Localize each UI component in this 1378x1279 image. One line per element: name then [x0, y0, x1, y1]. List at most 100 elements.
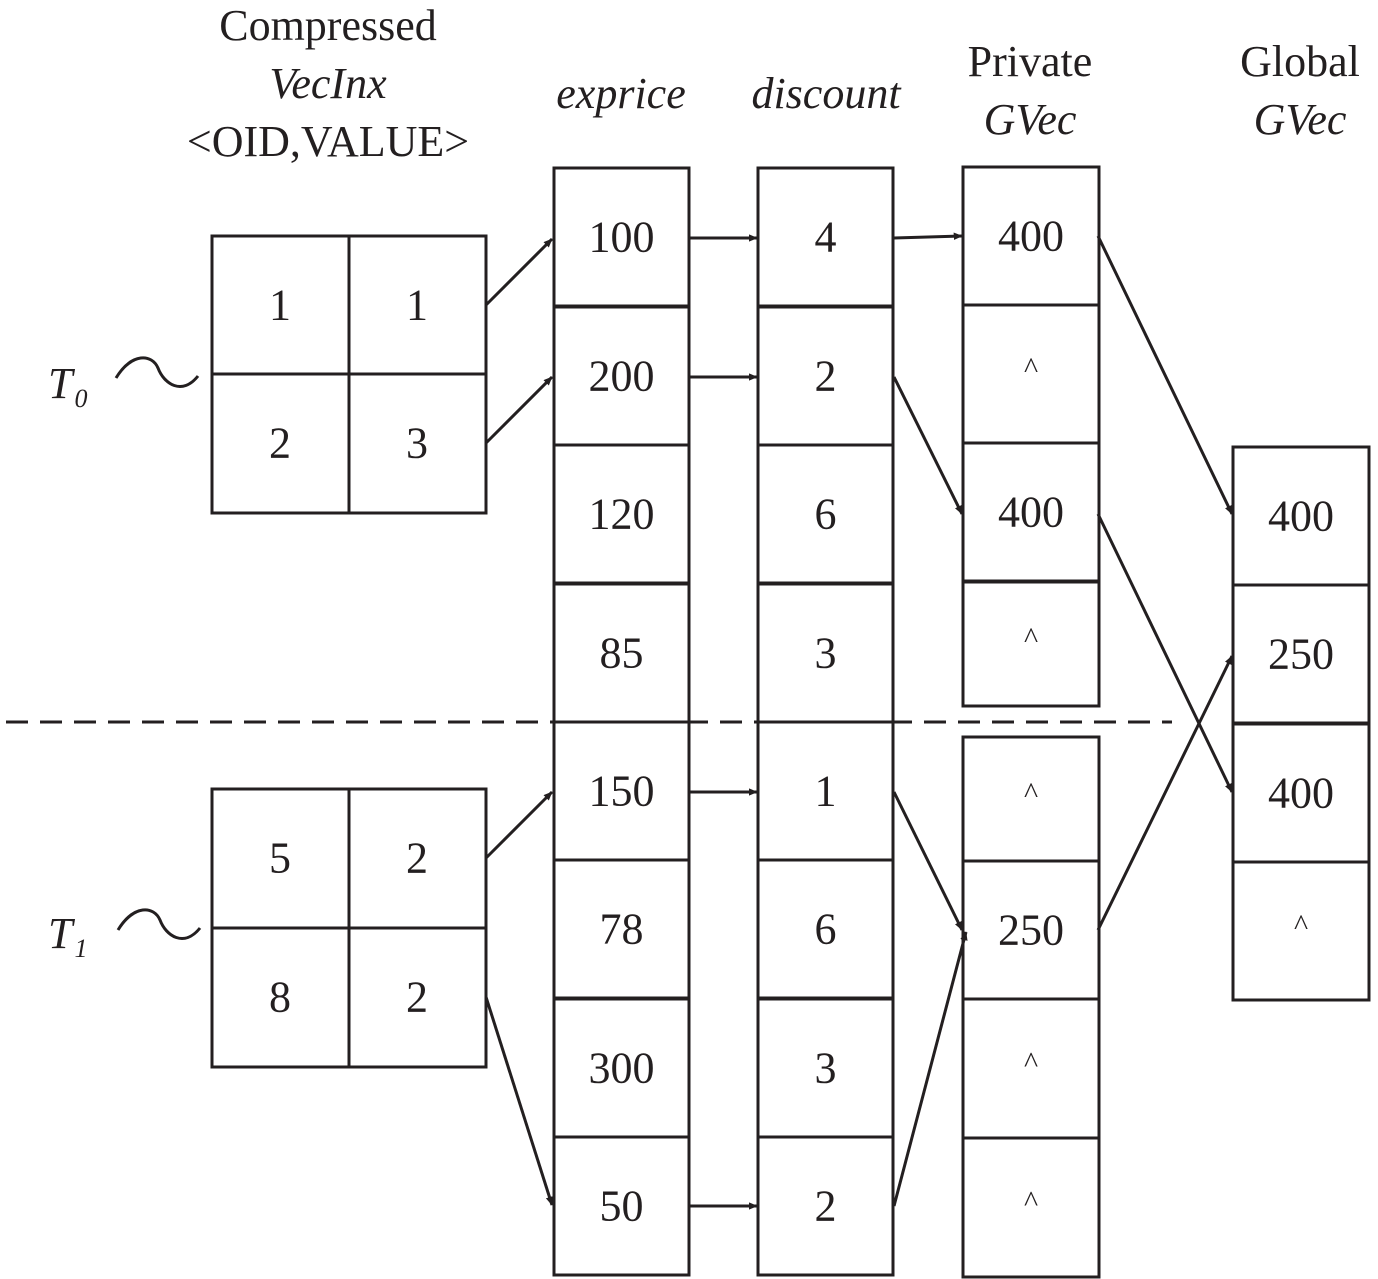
global-gvec-cell [1231, 583, 1371, 725]
vecinx-t1-oid: 8 [269, 973, 291, 1022]
arrow-vecinx-to-exprice [484, 996, 554, 1206]
global-gvec-value: 400 [1268, 492, 1334, 541]
exprice-value: 100 [589, 213, 655, 262]
arrow-vecinx-to-exprice [484, 790, 554, 860]
private-gvec-value: ^ [1024, 352, 1038, 385]
exprice-cell [552, 997, 691, 1139]
private-gvec-value: ^ [1024, 777, 1038, 810]
exprice-cell [552, 305, 691, 447]
private-gvec-t1-column: ^ 250 ^ ^ [961, 735, 1101, 1279]
private-gvec-value: 400 [998, 488, 1064, 537]
global-gvec-header-line2: GVec [1254, 95, 1347, 144]
arrow-discount-to-private-gvec [892, 931, 968, 1207]
exprice-column: 100 200 120 85 150 78 300 50 [552, 166, 691, 1277]
thread-t1: T1 [48, 908, 202, 963]
discount-value: 2 [815, 1182, 837, 1231]
vecinx-header-line1: Compressed [219, 1, 437, 50]
vecinx-t1-value: 2 [406, 973, 428, 1022]
discount-header: discount [751, 69, 902, 118]
private-gvec-value: 250 [998, 906, 1064, 955]
thread-t0: T0 [48, 356, 200, 413]
arrow-discount-to-private-gvec [892, 376, 964, 515]
discount-value: 6 [815, 490, 837, 539]
private-gvec-value: ^ [1024, 622, 1038, 655]
vecinx-t1-value-cell [347, 787, 488, 930]
vecinx-t0-oid-cell [210, 372, 351, 515]
exprice-cell [552, 582, 691, 724]
private-gvec-cell [961, 441, 1101, 583]
thread-t1-label: T1 [48, 909, 87, 963]
discount-value: 6 [815, 905, 837, 954]
private-gvec-t0-column: 400^400^ [961, 165, 1101, 708]
exprice-value: 150 [589, 767, 655, 816]
discount-value: 3 [815, 629, 837, 678]
arrow-private-to-global-gvec [1096, 235, 1234, 515]
global-gvec-cell [1231, 860, 1371, 1002]
global-gvec-header: Global GVec [1240, 37, 1360, 144]
arrow-vecinx-to-exprice [484, 375, 554, 445]
global-gvec-column: 400 250 400 ^ [1231, 445, 1371, 1002]
vecinx-t0-oid: 2 [269, 419, 291, 468]
private-gvec-cell [961, 997, 1101, 1140]
arrow-discount-to-private-gvec [892, 791, 964, 931]
thread-t0-label: T0 [48, 359, 87, 413]
global-gvec-value: 400 [1268, 769, 1334, 818]
discount-cell [756, 305, 895, 447]
discount-cell [756, 997, 895, 1139]
vecinx-t1: 5 2 8 2 [210, 787, 488, 1069]
private-gvec-header: Private GVec [968, 37, 1093, 144]
global-gvec-cell [1231, 722, 1371, 864]
vecinx-t1-oid-cell [210, 926, 351, 1069]
arrows [484, 232, 1234, 1210]
vecinx-t1-value: 2 [406, 834, 428, 883]
vecinx-t0-oid-cell [210, 234, 351, 376]
arrow-private-to-global-gvec [1096, 513, 1234, 793]
discount-column: 4 2 6 3 1 6 3 2 [756, 166, 895, 1277]
private-gvec-cell [961, 859, 1101, 1001]
exprice-cell [552, 443, 691, 585]
vecinx-t1-value-cell [347, 926, 488, 1069]
discount-cell [756, 166, 895, 308]
vecinx-t0-value-cell [347, 234, 488, 376]
exprice-value: 120 [589, 490, 655, 539]
private-gvec-cell [961, 165, 1101, 307]
global-gvec-value: ^ [1294, 909, 1308, 942]
private-gvec-cell [961, 1136, 1101, 1279]
discount-value: 1 [815, 767, 837, 816]
exprice-cell [552, 858, 691, 1000]
vecinx-t0-oid: 1 [269, 281, 291, 330]
discount-value: 3 [815, 1044, 837, 1093]
private-gvec-cell [961, 303, 1101, 445]
thread-t1-wave [116, 908, 202, 940]
thread-t0-wave [114, 356, 200, 388]
vecinx-t0-value: 3 [406, 419, 428, 468]
discount-value: 2 [815, 352, 837, 401]
private-gvec-value: ^ [1024, 1046, 1038, 1079]
discount-cell [756, 858, 895, 1000]
arrow-private-to-global-gvec [1096, 655, 1234, 931]
exprice-value: 78 [600, 905, 644, 954]
vecinx-t1-oid: 5 [269, 834, 291, 883]
private-gvec-header-line1: Private [968, 37, 1093, 86]
vecinx-t0: 1 1 2 3 [210, 234, 488, 515]
private-gvec-cell [961, 580, 1101, 708]
private-gvec-header-line2: GVec [984, 95, 1077, 144]
exprice-value: 50 [600, 1182, 644, 1231]
exprice-value: 300 [589, 1044, 655, 1093]
exprice-value: 200 [589, 352, 655, 401]
private-gvec-cell [961, 735, 1101, 863]
vecinx-t0-value: 1 [406, 281, 428, 330]
private-gvec-value: ^ [1024, 1185, 1038, 1218]
global-gvec-header-line1: Global [1240, 37, 1360, 86]
discount-value: 4 [815, 213, 837, 262]
global-gvec-value: 250 [1268, 630, 1334, 679]
discount-cell [756, 720, 895, 862]
arrow-vecinx-to-exprice [484, 237, 554, 307]
vecinx-t0-value-cell [347, 372, 488, 515]
vecinx-header: Compressed VecInx <OID,VALUE> [187, 1, 469, 166]
exprice-value: 85 [600, 629, 644, 678]
exprice-cell [552, 1135, 691, 1277]
vecinx-header-line3: <OID,VALUE> [187, 117, 469, 166]
discount-cell [756, 1135, 895, 1277]
